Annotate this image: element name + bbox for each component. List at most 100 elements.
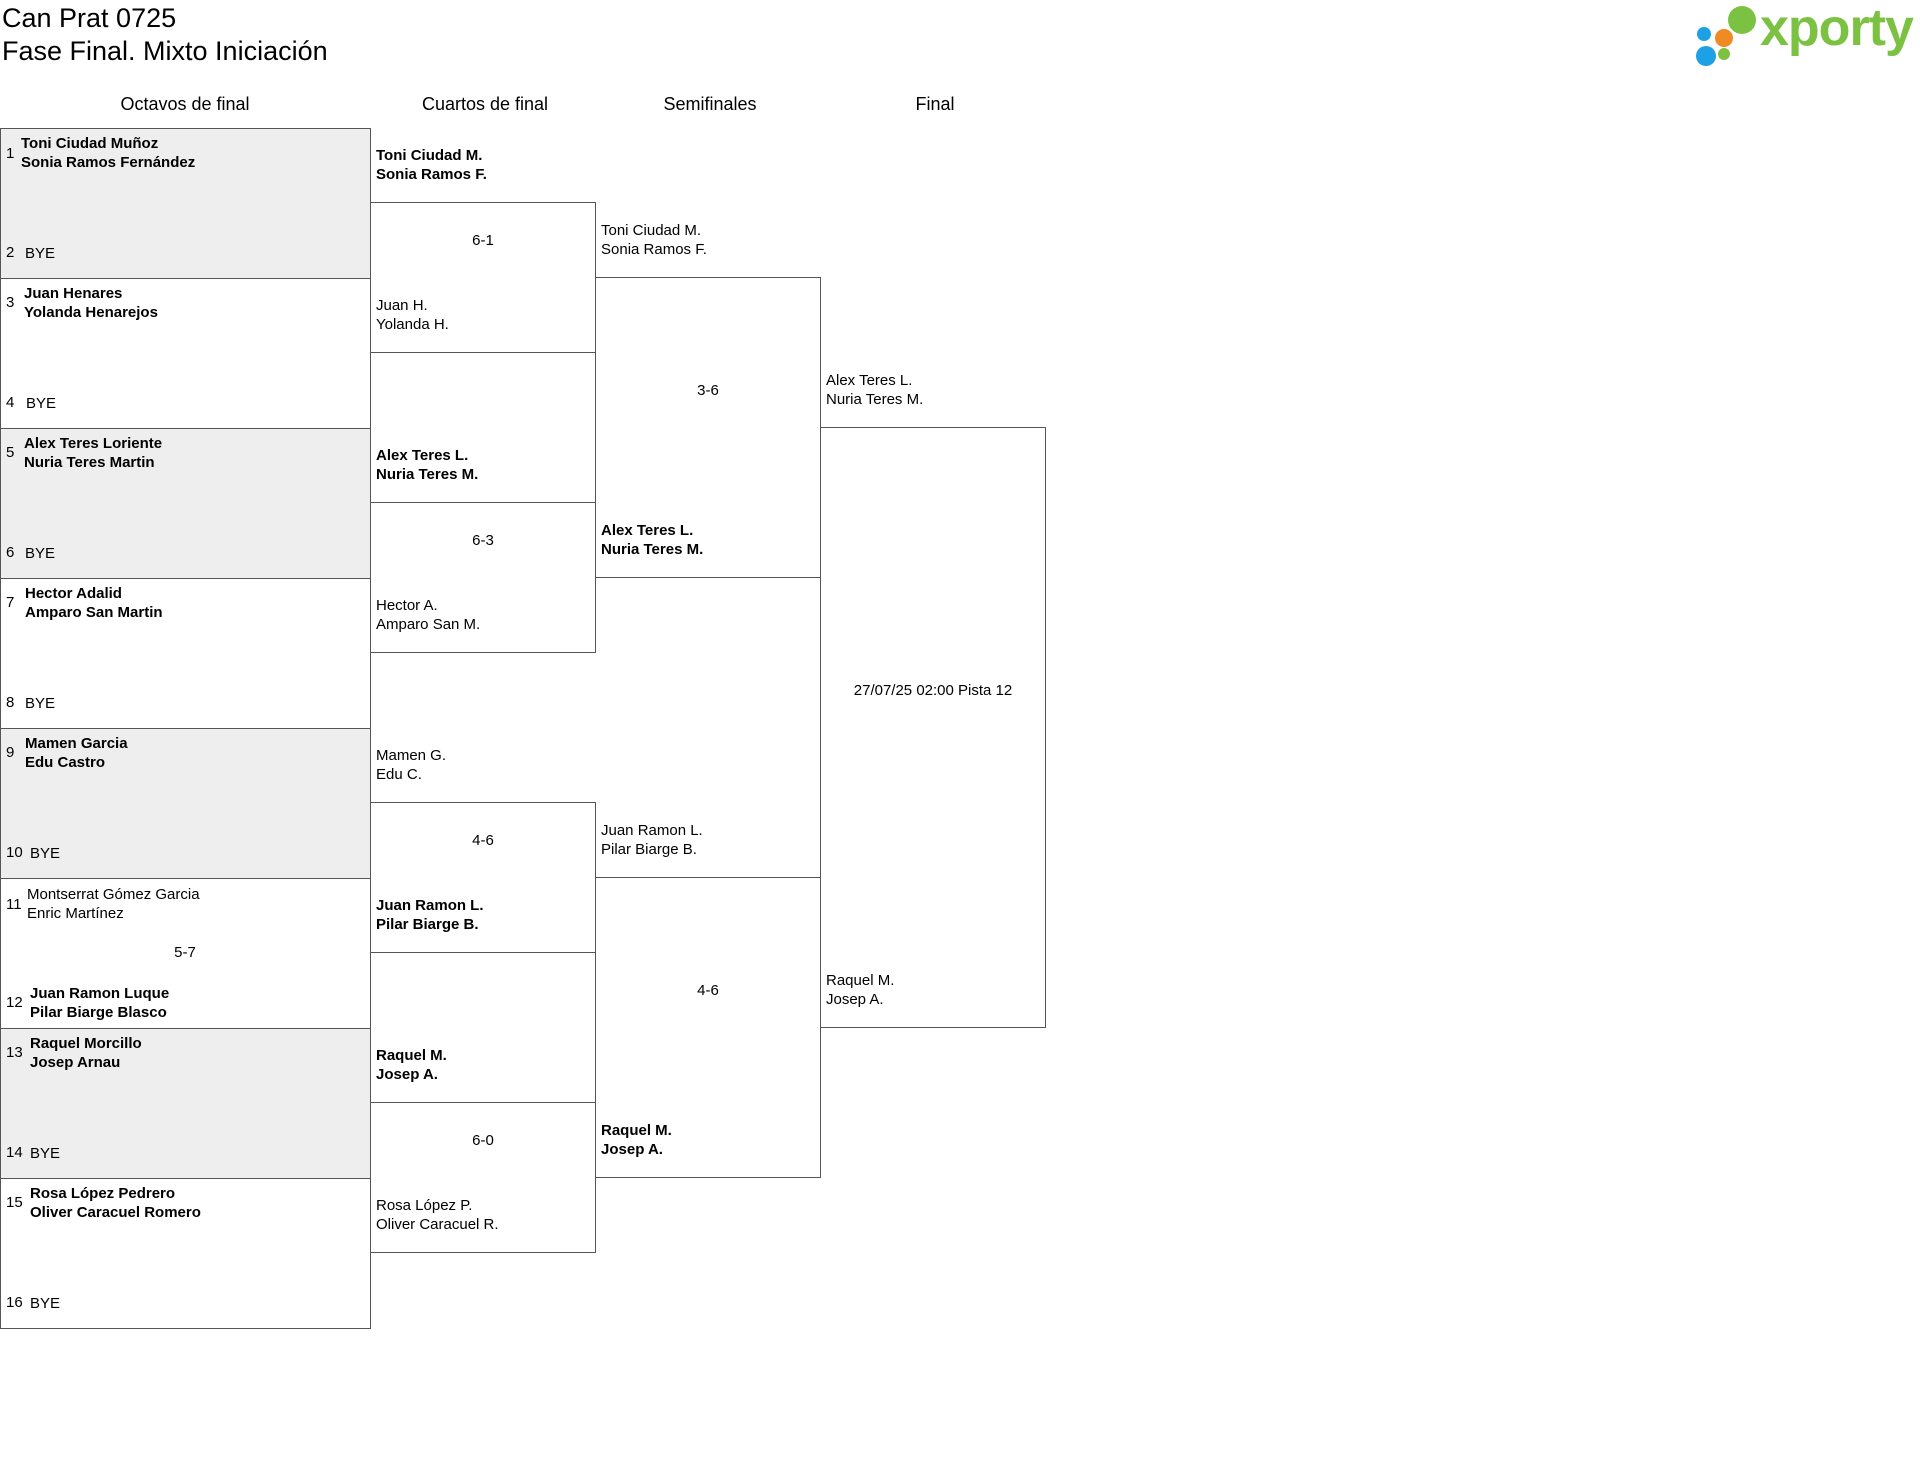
seed-number: 9 bbox=[6, 744, 15, 761]
player-name: Juan Ramon Luque bbox=[30, 985, 170, 1002]
seed-number: 5 bbox=[6, 444, 15, 461]
seed-number: 7 bbox=[6, 594, 15, 611]
match-score: 3-6 bbox=[697, 382, 719, 399]
match-score: 6-1 bbox=[472, 232, 494, 249]
team-names: Raquel Morcillo Josep Arnau bbox=[30, 1034, 142, 1072]
player-name: Amparo San Martin bbox=[25, 604, 163, 621]
team-names: Juan Ramon Luque Pilar Biarge Blasco bbox=[30, 984, 169, 1022]
player-name: Juan Ramon L. bbox=[601, 822, 703, 839]
player-name: Alex Teres L. bbox=[376, 447, 469, 464]
bye-label: BYE bbox=[25, 245, 56, 262]
player-name: Alex Teres L. bbox=[601, 522, 694, 539]
player-name: Pilar Biarge Blasco bbox=[30, 1004, 167, 1021]
team-names: Rosa López P. Oliver Caracuel R. bbox=[376, 1196, 499, 1234]
team-names: Toni Ciudad M. Sonia Ramos F. bbox=[601, 221, 707, 259]
player-name: Pilar Biarge B. bbox=[376, 916, 479, 933]
team-names: Juan Ramon L. Pilar Biarge B. bbox=[376, 896, 484, 934]
team-names: Montserrat Gómez Garcia Enric Martínez bbox=[27, 885, 200, 923]
team-names: Alex Teres L. Nuria Teres M. bbox=[376, 446, 478, 484]
team-names: Toni Ciudad M. Sonia Ramos F. bbox=[376, 146, 487, 184]
final-match bbox=[820, 427, 1046, 1028]
seed-number: 15 bbox=[6, 1194, 23, 1211]
player-name: Sonia Ramos F. bbox=[601, 241, 707, 258]
bye-label: BYE bbox=[30, 845, 61, 862]
phase-subtitle: Fase Final. Mixto Iniciación bbox=[2, 36, 328, 66]
round-header-semifinales: Semifinales bbox=[663, 94, 757, 114]
player-name: Nuria Teres M. bbox=[376, 466, 479, 483]
player-name: Mamen Garcia bbox=[25, 735, 128, 752]
player-name: Yolanda H. bbox=[376, 316, 449, 333]
round-header-final: Final bbox=[915, 94, 955, 114]
seed-number: 4 bbox=[6, 394, 15, 411]
seed-number: 1 bbox=[6, 145, 15, 162]
player-name: Alex Teres L. bbox=[826, 372, 913, 389]
player-name: Toni Ciudad M. bbox=[601, 222, 702, 239]
team-names: Toni Ciudad Muñoz Sonia Ramos Fernández bbox=[21, 134, 195, 172]
octavos-match-7 bbox=[0, 1028, 371, 1179]
player-name: Alex Teres Loriente bbox=[24, 435, 163, 452]
round-header-cuartos: Cuartos de final bbox=[421, 94, 549, 114]
player-name: Montserrat Gómez Garcia bbox=[27, 886, 200, 903]
player-name: Pilar Biarge B. bbox=[601, 841, 697, 858]
player-name: Oliver Caracuel Romero bbox=[30, 1204, 201, 1221]
player-name: Raquel M. bbox=[826, 972, 895, 989]
match-score: 4-6 bbox=[697, 982, 719, 999]
player-name: Oliver Caracuel R. bbox=[376, 1216, 499, 1233]
team-names: Mamen Garcia Edu Castro bbox=[25, 734, 128, 772]
player-name: Amparo San M. bbox=[376, 616, 481, 633]
xporty-logo: xporty bbox=[1690, 0, 1920, 74]
player-name: Hector A. bbox=[376, 597, 438, 614]
player-name: Josep A. bbox=[826, 991, 884, 1008]
seed-number: 10 bbox=[6, 844, 23, 861]
octavos-match-8 bbox=[0, 1178, 371, 1329]
player-name: Josep A. bbox=[376, 1066, 438, 1083]
team-names: Raquel M. Josep A. bbox=[826, 971, 894, 1009]
seed-number: 13 bbox=[6, 1044, 23, 1061]
player-name: Rosa López P. bbox=[376, 1197, 473, 1214]
seed-number: 11 bbox=[6, 896, 22, 913]
player-name: Mamen G. bbox=[376, 747, 447, 764]
match-score: 5-7 bbox=[174, 944, 196, 961]
player-name: Raquel Morcillo bbox=[30, 1035, 142, 1052]
team-names: Raquel M. Josep A. bbox=[376, 1046, 447, 1084]
match-score: 6-0 bbox=[472, 1132, 494, 1149]
player-name: Nuria Teres Martin bbox=[24, 454, 155, 471]
player-name: Edu C. bbox=[376, 766, 422, 783]
octavos-match-3 bbox=[0, 428, 371, 579]
logo-wordmark: xporty bbox=[1760, 0, 1914, 57]
bye-label: BYE bbox=[26, 395, 57, 412]
bye-label: BYE bbox=[25, 545, 56, 562]
player-name: Enric Martínez bbox=[27, 905, 124, 922]
logo-dots-icon bbox=[1696, 6, 1756, 66]
seed-number: 12 bbox=[6, 994, 23, 1011]
team-names: Rosa López Pedrero Oliver Caracuel Romer… bbox=[30, 1184, 201, 1222]
player-name: Yolanda Henarejos bbox=[24, 304, 158, 321]
player-name: Nuria Teres M. bbox=[601, 541, 704, 558]
player-name: Toni Ciudad Muñoz bbox=[21, 135, 159, 152]
team-names: Raquel M. Josep A. bbox=[601, 1121, 672, 1159]
seed-number: 8 bbox=[6, 694, 15, 711]
octavos-match-1 bbox=[0, 128, 371, 279]
bye-label: BYE bbox=[25, 695, 56, 712]
team-names: Juan Henares Yolanda Henarejos bbox=[24, 284, 158, 322]
player-name: Sonia Ramos Fernández bbox=[21, 154, 196, 171]
tournament-title: Can Prat 0725 bbox=[2, 3, 177, 33]
team-names: Alex Teres L. Nuria Teres M. bbox=[826, 371, 923, 409]
match-score: 6-3 bbox=[472, 532, 494, 549]
bye-label: BYE bbox=[30, 1295, 61, 1312]
seed-number: 16 bbox=[6, 1294, 23, 1311]
player-name: Nuria Teres M. bbox=[826, 391, 924, 408]
player-name: Raquel M. bbox=[376, 1047, 447, 1064]
team-names: Hector A. Amparo San M. bbox=[376, 596, 480, 634]
team-names: Alex Teres Loriente Nuria Teres Martin bbox=[24, 434, 162, 472]
player-name: Sonia Ramos F. bbox=[376, 166, 487, 183]
match-schedule: 27/07/25 02:00 Pista 12 bbox=[853, 682, 1013, 699]
seed-number: 14 bbox=[6, 1144, 23, 1161]
seed-number: 6 bbox=[6, 544, 15, 561]
player-name: Josep Arnau bbox=[30, 1054, 121, 1071]
team-names: Juan Ramon L. Pilar Biarge B. bbox=[601, 821, 703, 859]
player-name: Josep A. bbox=[601, 1141, 663, 1158]
bye-label: BYE bbox=[30, 1145, 61, 1162]
octavos-match-5 bbox=[0, 728, 371, 879]
match-score: 4-6 bbox=[472, 832, 494, 849]
